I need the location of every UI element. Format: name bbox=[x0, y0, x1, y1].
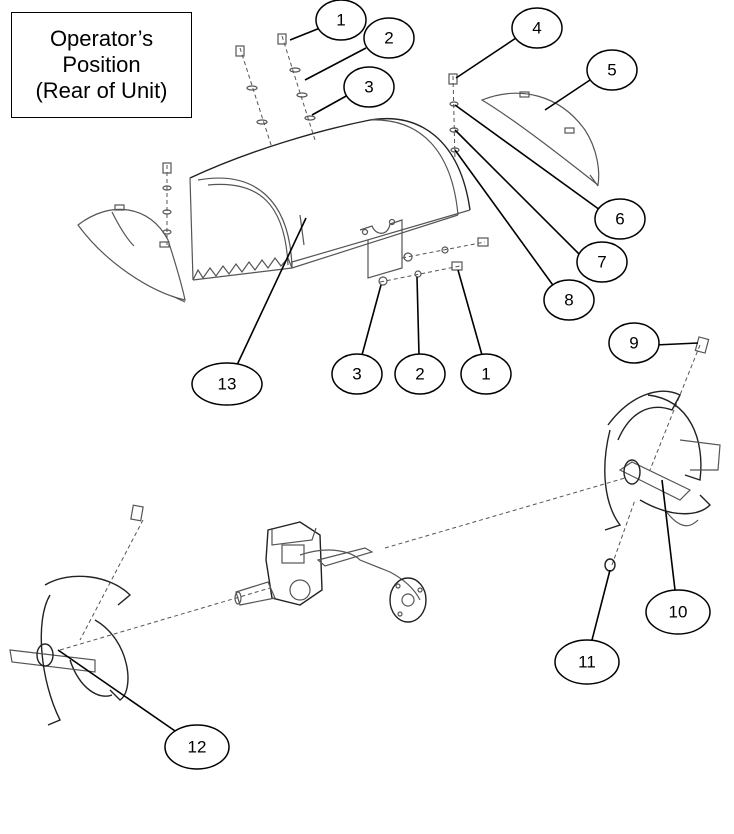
svg-text:9: 9 bbox=[629, 334, 638, 353]
svg-text:3: 3 bbox=[352, 365, 361, 384]
svg-text:6: 6 bbox=[615, 210, 624, 229]
side-bolt-stack-right bbox=[448, 73, 460, 161]
svg-text:12: 12 bbox=[188, 738, 207, 757]
hood-bolt-stack-left bbox=[235, 45, 273, 149]
side-bolt-stack-left bbox=[162, 162, 172, 245]
svg-text:5: 5 bbox=[607, 61, 616, 80]
right-side-shield bbox=[480, 91, 600, 187]
operator-position-line2: Position bbox=[62, 52, 141, 77]
callout-13: 13 bbox=[191, 362, 263, 406]
callout-2-bottom: 2 bbox=[394, 353, 446, 395]
callout-12: 12 bbox=[164, 724, 230, 770]
callout-1-top: 1 bbox=[315, 0, 367, 41]
operator-position-line1: Operator’s bbox=[49, 26, 154, 51]
callout-3-top: 3 bbox=[343, 66, 395, 108]
callout-11: 11 bbox=[554, 639, 620, 685]
svg-text:7: 7 bbox=[597, 253, 606, 272]
callout-6: 6 bbox=[594, 198, 646, 240]
svg-text:4: 4 bbox=[532, 19, 541, 38]
leader-lines bbox=[57, 27, 699, 734]
callout-8: 8 bbox=[543, 279, 595, 321]
left-tine-assembly bbox=[9, 504, 144, 726]
left-side-shield bbox=[77, 204, 186, 303]
svg-text:1: 1 bbox=[336, 11, 345, 30]
svg-text:8: 8 bbox=[564, 291, 573, 310]
tine-shield-hood bbox=[189, 118, 471, 281]
operator-position-box: Operator’s Position (Rear of Unit) bbox=[11, 12, 192, 118]
operator-position-line3: (Rear of Unit) bbox=[35, 78, 168, 103]
bracket-bolt-stack-upper bbox=[401, 237, 489, 262]
callout-1-bottom: 1 bbox=[460, 353, 512, 395]
svg-text:11: 11 bbox=[578, 653, 596, 672]
callout-bubbles: 1 2 3 4 5 6 7 8 bbox=[164, 0, 711, 770]
callout-2-top: 2 bbox=[363, 17, 415, 59]
callout-3-bottom: 3 bbox=[331, 353, 383, 395]
hood-mounting-bracket bbox=[359, 218, 403, 279]
gearbox-assembly bbox=[234, 521, 427, 623]
bracket-bolt-stack-lower bbox=[378, 261, 463, 286]
tine-shaft-axis bbox=[59, 344, 701, 651]
callout-5: 5 bbox=[586, 49, 638, 91]
svg-text:2: 2 bbox=[415, 365, 424, 384]
callout-10: 10 bbox=[645, 589, 711, 635]
svg-text:1: 1 bbox=[481, 365, 490, 384]
svg-text:10: 10 bbox=[669, 603, 688, 622]
hood-bolt-stack-right bbox=[277, 33, 316, 141]
svg-text:2: 2 bbox=[384, 29, 393, 48]
callout-9: 9 bbox=[608, 322, 660, 364]
svg-text:13: 13 bbox=[218, 375, 237, 394]
callout-4: 4 bbox=[511, 7, 563, 49]
callout-7: 7 bbox=[576, 241, 628, 283]
svg-text:3: 3 bbox=[364, 78, 373, 97]
